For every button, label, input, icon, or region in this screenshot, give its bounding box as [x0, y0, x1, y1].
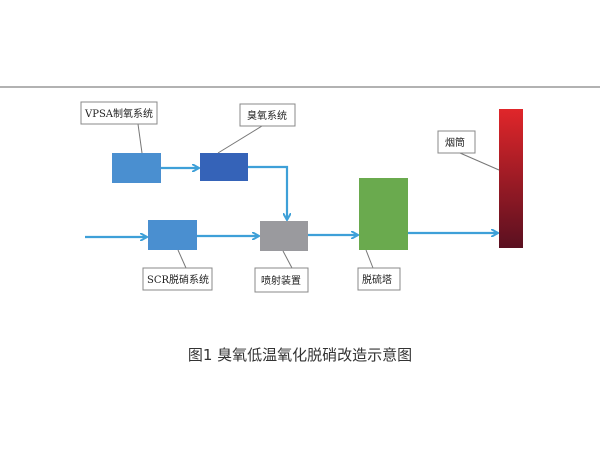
desulfur-label: 脱硫塔 — [362, 273, 392, 286]
ozone-box — [200, 153, 248, 181]
arrow-ozone-to-injection — [248, 165, 287, 220]
scr-box — [148, 220, 197, 250]
vpsa-label: VPSA制氧系统 — [84, 107, 153, 120]
injection-box — [260, 221, 308, 251]
scr-label: SCR脱硝系统 — [147, 273, 209, 286]
figure-caption: 图1 臭氧低温氧化脱硝改造示意图 — [187, 346, 413, 364]
injection-label: 喷射装置 — [261, 274, 301, 287]
ozone-label: 臭氧系统 — [247, 109, 287, 122]
chimney-label: 烟筒 — [445, 136, 465, 149]
vpsa-box — [112, 153, 161, 183]
chimney-box — [499, 109, 523, 248]
desulfur-tower-box — [359, 178, 408, 250]
